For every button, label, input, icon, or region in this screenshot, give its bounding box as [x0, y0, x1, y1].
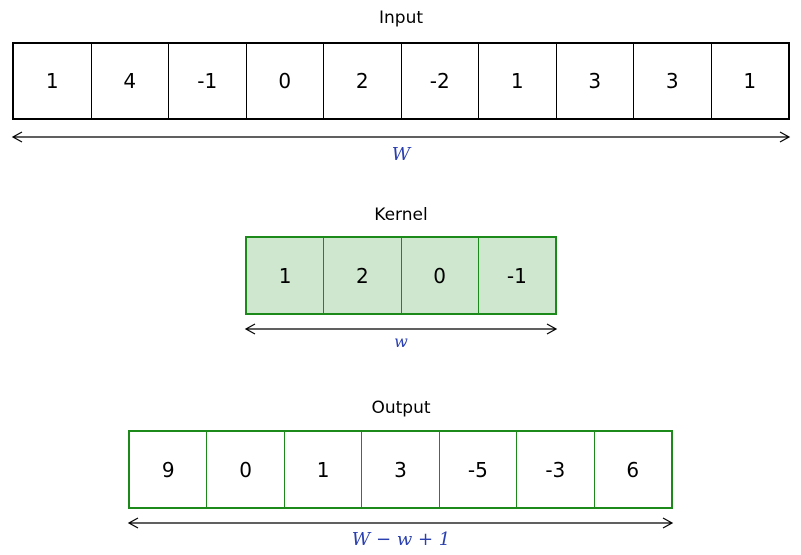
kernel-cell: 1: [247, 238, 325, 313]
output-cell: 3: [362, 432, 440, 507]
input-arrowhead-right: [779, 131, 791, 143]
output-title: Output: [371, 398, 431, 418]
output-width-label: W − w + 1: [351, 529, 451, 550]
input-cell: 1: [743, 69, 757, 93]
input-arrowhead-left: [11, 131, 23, 143]
kernel-cell: 2: [324, 238, 402, 313]
input-cell: 1: [479, 44, 557, 118]
kernel-title: Kernel: [374, 205, 428, 225]
output-cell: -5: [440, 432, 518, 507]
input-cell: 3: [557, 44, 634, 118]
kernel-arrowhead-left: [244, 323, 256, 335]
input-cell: -1: [169, 44, 247, 118]
input-cell: 3: [634, 44, 712, 118]
input-cell: 2: [324, 44, 402, 118]
input-cell: 4: [92, 44, 169, 118]
output-cell: -3: [517, 432, 595, 507]
output-arrowhead-left: [127, 517, 139, 529]
kernel-cell: -1: [506, 263, 527, 288]
output-arrowhead-right: [662, 517, 674, 529]
output-cell: 1: [285, 432, 363, 507]
input-cell: 0: [247, 44, 324, 118]
input-title: Input: [378, 8, 424, 28]
output-cell: 9: [130, 432, 208, 507]
input-width-label: W: [391, 144, 411, 165]
kernel-arrowhead-right: [546, 323, 558, 335]
input-cell: -2: [402, 44, 479, 118]
output-cell: 0: [207, 432, 285, 507]
output-cell: 6: [626, 457, 640, 482]
input-cell: 1: [14, 44, 92, 118]
kernel-cell: 0: [402, 238, 479, 313]
kernel-width-label: w: [394, 332, 408, 351]
